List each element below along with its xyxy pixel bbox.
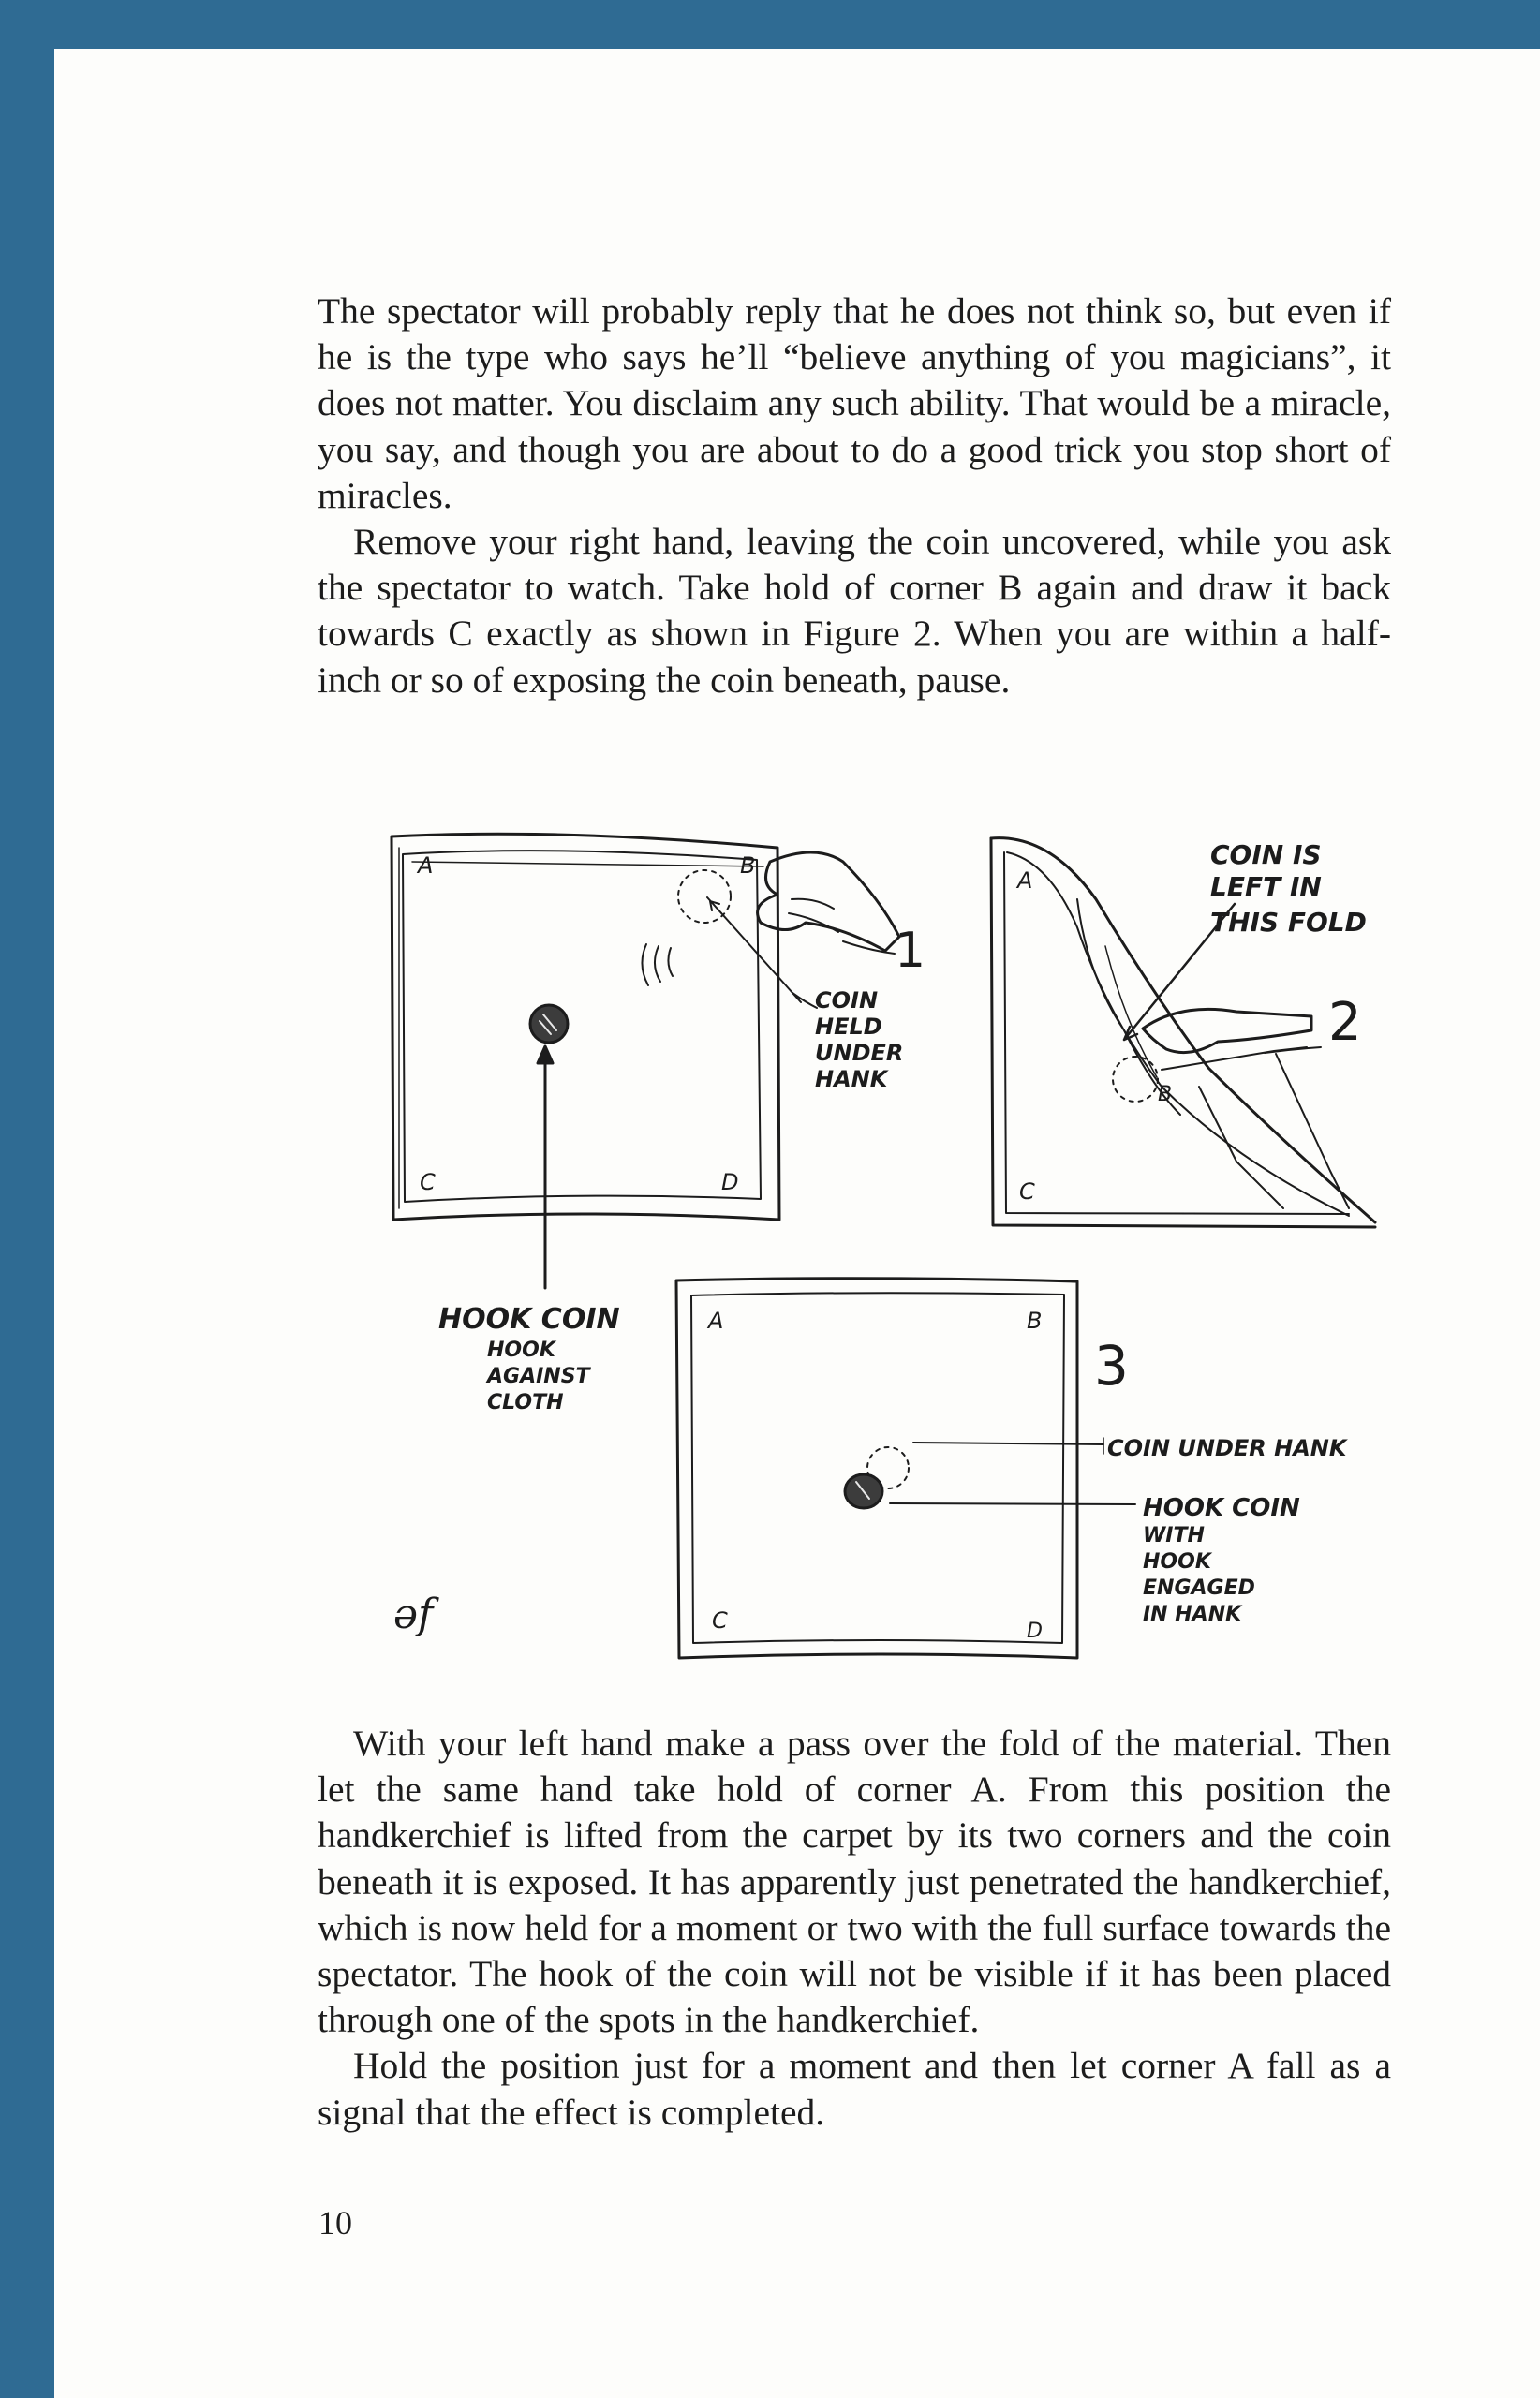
- figure-number: 3: [1094, 1334, 1129, 1398]
- paragraph: Hold the position just for a moment and …: [318, 2045, 1391, 2133]
- corner-label: A: [416, 852, 433, 879]
- caption-line: HANK: [815, 1066, 890, 1092]
- caption-line: COIN: [815, 987, 878, 1014]
- caption-line: COIN UNDER HANK: [1107, 1435, 1349, 1461]
- figure-1-handkerchief: [390, 832, 781, 1221]
- corner-label: B: [740, 852, 755, 879]
- caption-line: UNDER: [815, 1040, 903, 1066]
- caption-line: IN HANK: [1143, 1603, 1243, 1626]
- text-block-top: The spectator will probably reply that h…: [318, 289, 1391, 703]
- corner-label: C: [712, 1607, 728, 1634]
- corner-label: B: [1158, 1083, 1172, 1106]
- page-number: 10: [318, 2204, 352, 2242]
- caption-line: HOOK: [487, 1339, 557, 1362]
- hidden-coin: [677, 869, 732, 924]
- corner-label: C: [420, 1169, 436, 1195]
- visible-coin: [528, 1003, 570, 1044]
- caption-line: AGAINST: [485, 1365, 592, 1388]
- figure-number: 1: [895, 923, 925, 979]
- corner-label: A: [706, 1308, 723, 1334]
- caption-line: COIN IS: [1210, 839, 1322, 870]
- caption-line: ENGAGED: [1143, 1576, 1255, 1600]
- corner-label: C: [1019, 1178, 1035, 1205]
- book-page: [54, 49, 1540, 2398]
- artist-signature: əf: [393, 1591, 439, 1638]
- caption-line: THIS FOLD: [1210, 907, 1367, 938]
- caption-line: HOOK: [1143, 1550, 1213, 1574]
- caption-line: CLOTH: [487, 1391, 564, 1414]
- text-block-bottom: With your left hand make a pass over the…: [318, 1721, 1391, 2136]
- caption-line: WITH: [1143, 1524, 1205, 1547]
- hook-coin-title: HOOK COIN: [438, 1303, 620, 1336]
- corner-label: D: [1027, 1620, 1043, 1643]
- corner-label: A: [1015, 867, 1032, 894]
- paragraph: The spectator will probably reply that h…: [318, 290, 1391, 516]
- corner-label: D: [721, 1169, 738, 1195]
- caption-line: LEFT IN: [1210, 871, 1322, 902]
- paragraph: With your left hand make a pass over the…: [318, 1723, 1391, 2041]
- caption-line: HELD: [815, 1014, 882, 1040]
- corner-label: B: [1027, 1308, 1042, 1334]
- figure-3-handkerchief: [674, 1277, 1079, 1660]
- paragraph: Remove your right hand, leaving the coin…: [318, 521, 1391, 701]
- caption-line: HOOK COIN: [1143, 1494, 1300, 1522]
- figure-number: 2: [1328, 992, 1362, 1053]
